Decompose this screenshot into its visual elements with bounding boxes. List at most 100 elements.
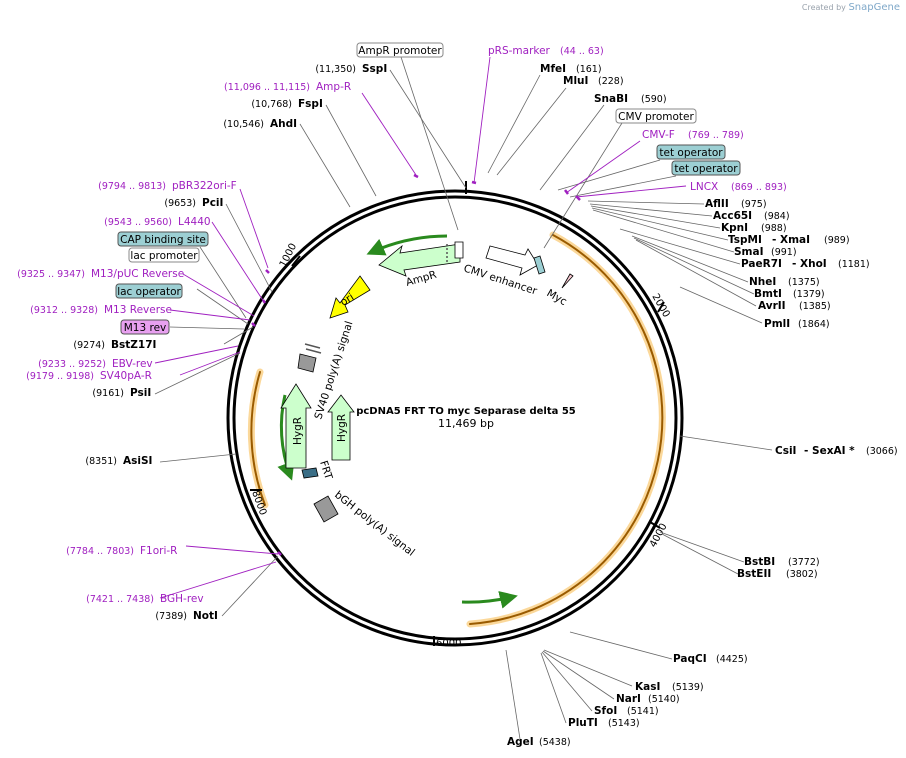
enzyme-tspmi-name: TspMI [728,234,762,246]
box-tet-operator-2: tet operator [674,163,738,175]
primer-lines [154,56,687,599]
primer-lncx-name: LNCX [690,181,718,193]
primer-ebvrev-pos: (9233 .. 9252) [38,359,106,370]
frt-box [301,467,319,479]
snapgene-credit: Created by SnapGene [802,2,900,13]
cmv-enhancer-arrow [485,245,539,276]
hygr1-label: HygR [292,417,304,445]
small-features [304,244,448,354]
enzyme-bstz17i-pos: (9274) [73,340,105,351]
enzyme-acc65i-pos: (984) [764,211,790,222]
enzyme-asisi-pos: (8351) [85,456,117,467]
primer-prs-marker-pos: (44 .. 63) [560,46,604,57]
enzyme-bmti-pos: (1379) [793,289,825,300]
primer-cmvf-pos: (769 .. 789) [688,130,744,141]
primer-bghrev-pos: (7421 .. 7438) [86,594,154,605]
enzyme-pmli-pos: (1864) [798,319,830,330]
enzyme-mlui-pos: (228) [598,76,624,87]
primer-f1ori-name: F1ori-R [140,545,177,557]
tick-4000: 4000 [648,522,670,550]
enzyme-csii-sep: - SexAI * [804,445,855,457]
primer-prs-marker-name: pRS-marker [488,45,551,57]
enzyme-pluti-name: PluTI [568,717,598,729]
enzyme-sfoi-name: SfoI [594,705,617,717]
leader-lines [154,56,773,740]
enzyme-nhei-pos: (1375) [788,277,820,288]
enzyme-paer7i-name: PaeR7I [741,258,782,270]
myc-label: Myc [545,287,569,308]
myc-arrow [561,273,574,289]
enzyme-fspi-pos: (10,768) [251,99,292,110]
enzyme-avrii-name: AvrII [758,300,786,312]
enzyme-labels-left: (11,350) SspI (10,768) FspI (10,546) Ahd… [73,63,387,622]
sv40-box [297,353,317,373]
primer-marks [251,173,581,556]
box-lac-promoter: lac promoter [130,250,198,262]
primer-ampr-pos: (11,096 .. 11,115) [224,82,310,93]
hygr2-arrow [327,394,355,461]
primer-ebvrev-name: EBV-rev [112,358,153,370]
primer-sv40par-name: SV40pA-R [100,370,152,382]
enzyme-fspi-name: FspI [298,98,323,110]
enzyme-pluti-pos: (5143) [608,718,640,729]
primer-m13puc-pos: (9325 .. 9347) [17,269,85,280]
enzyme-csii-pos: (3066) [866,446,898,457]
enzyme-mlui-name: MluI [563,75,588,87]
box-tet-operator-1: tet operator [659,147,723,159]
primer-m13rev-pos: (9312 .. 9328) [30,305,98,316]
enzyme-bsteii-name: BstEII [737,568,771,580]
enzyme-acc65i-name: Acc65I [713,210,752,222]
enzyme-paer7i-pos: (1181) [838,259,870,270]
box-ampr-promoter: AmpR promoter [358,45,442,57]
enzyme-agei-name: AgeI [507,736,534,748]
primer-sv40par-pos: (9179 .. 9198) [26,371,94,382]
enzyme-agei-pos: (5438) [539,737,571,748]
enzyme-bstbi-name: BstBI [744,556,775,568]
ampr-arrow [378,243,461,277]
credit-prefix: Created by [801,3,846,12]
enzyme-psii-pos: (9161) [92,388,124,399]
primer-bghrev-name: BGH-rev [160,593,204,605]
primer-lncx-pos: (869 .. 893) [731,182,787,193]
enzyme-psii-name: PsiI [130,387,151,399]
enzyme-noti-name: NotI [193,610,218,622]
enzyme-csii-name: CsiI [775,445,796,457]
enzyme-tspmi-sep: - XmaI [772,234,810,246]
enzyme-pcii-pos: (9653) [164,198,196,209]
primer-f1ori-pos: (7784 .. 7803) [66,546,134,557]
enzyme-bsteii-pos: (3802) [786,569,818,580]
snapgene-logo: SnapGene [848,2,900,13]
enzyme-kasi-pos: (5139) [672,682,704,693]
bgh-label: bGH poly(A) signal [332,489,417,559]
box-cap-binding-site: CAP binding site [120,234,206,246]
enzyme-kpni-name: KpnI [721,222,748,234]
enzyme-smai-pos: (991) [771,247,797,258]
enzyme-bmti-name: BmtI [754,288,782,300]
hygr2-label: HygR [336,414,348,442]
hygr1-arrow [280,383,312,469]
enzyme-noti-pos: (7389) [155,611,187,622]
enzyme-ahdi-pos: (10,546) [223,119,264,130]
enzyme-sfoi-pos: (5141) [627,706,659,717]
box-m13-rev: M13 rev [124,322,167,334]
primer-pbr322-pos: (9794 .. 9813) [98,181,166,192]
primer-cmvf-name: CMV-F [642,129,675,141]
enzyme-aflii-pos: (975) [741,199,767,210]
enzyme-snabi-pos: (590) [641,94,667,105]
enzyme-paer7i-sep: - XhoI [792,258,827,270]
enzyme-pcii-name: PciI [202,197,223,209]
primer-ampr-name: Amp-R [316,81,351,93]
enzyme-avrii-pos: (1385) [799,301,831,312]
ampr-promoter-arrow [454,241,464,259]
enzyme-snabi-name: SnaBI [594,93,628,105]
enzyme-ahdi-name: AhdI [270,118,297,130]
enzyme-kpni-pos: (988) [761,223,787,234]
primer-l4440-pos: (9543 .. 9560) [104,217,172,228]
features [280,241,574,523]
box-cmv-promoter: CMV promoter [618,111,694,123]
enzyme-nari-name: NarI [616,693,641,705]
box-lac-operator: lac operator [117,286,181,298]
enzyme-nhei-name: NheI [749,276,776,288]
enzyme-paqci-pos: (4425) [716,654,748,665]
enzyme-bstbi-pos: (3772) [788,557,820,568]
